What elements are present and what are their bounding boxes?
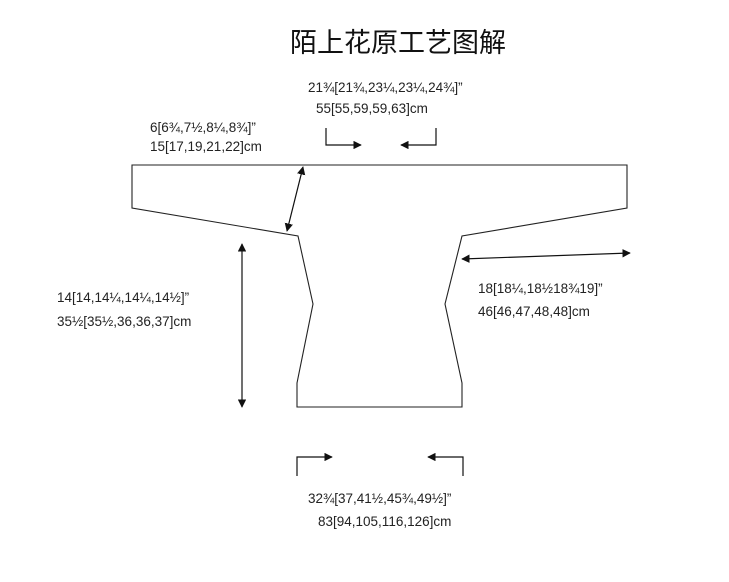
shoulder-slope-cm-label: 15[17,19,21,22]cm xyxy=(150,139,262,154)
sleeve-length-inches-label: 18[18¼,18½18¾19]” xyxy=(478,281,603,296)
upper-width-cm-label: 55[55,59,59,63]cm xyxy=(316,101,428,116)
hem-width-left-marker xyxy=(296,452,333,476)
upper-width-inches-label: 21¾[21¾,23¼,23¼,24¾]” xyxy=(308,80,463,95)
garment-outline xyxy=(131,164,628,408)
body-length-inches-label: 14[14,14¼,14¼,14½]” xyxy=(57,290,189,305)
upper-width-left-marker xyxy=(325,128,362,150)
hem-width-right-marker xyxy=(427,452,464,476)
shoulder-slope-inches-label: 6[6¾,7½,8¼,8¾]” xyxy=(150,120,256,135)
upper-width-right-marker xyxy=(400,128,437,150)
sleeve-length-cm-label: 46[46,47,48,48]cm xyxy=(478,304,590,319)
sleeve-length-arrow xyxy=(461,249,631,263)
shoulder-slope-arrow xyxy=(284,166,306,232)
body-length-cm-label: 35½[35½,36,36,37]cm xyxy=(57,314,191,329)
page-title: 陌上花原工艺图解 xyxy=(290,28,506,59)
hem-width-cm-label: 83[94,105,116,126]cm xyxy=(318,514,451,529)
hem-width-inches-label: 32¾[37,41½,45¾,49½]” xyxy=(308,491,451,506)
